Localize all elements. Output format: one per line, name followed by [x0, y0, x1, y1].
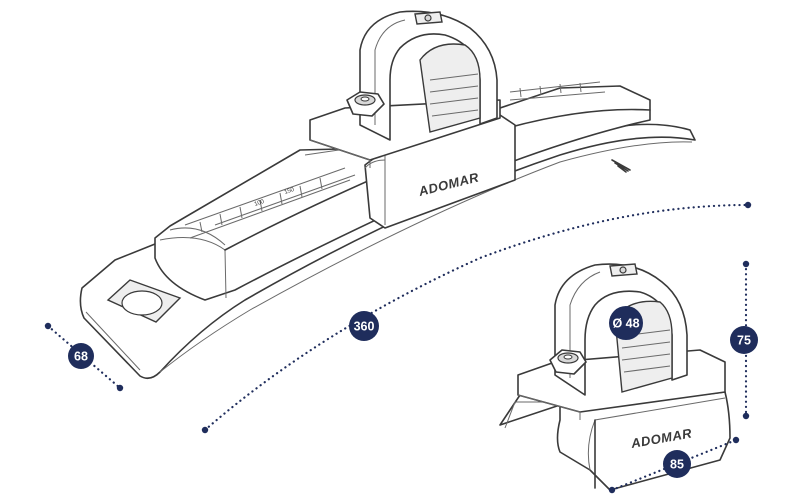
long-pipe-clamp	[359, 10, 498, 141]
dimension-diameter: Ø 48	[609, 306, 643, 340]
small-hex-nut	[549, 349, 587, 375]
dim-label-diameter: Ø 48	[612, 317, 639, 331]
long-pipe-interior	[419, 43, 481, 133]
svg-text:150: 150	[284, 187, 296, 196]
svg-text:100: 100	[254, 199, 266, 208]
dimension-68: 68	[44, 322, 124, 392]
small-clamp-assembly: ADOMAR	[499, 263, 731, 491]
dimension-85: 85	[608, 436, 740, 494]
long-clamp-assembly: 100 150 ADOMAR	[79, 10, 696, 380]
dim-label-75: 75	[737, 334, 751, 348]
long-saddle	[364, 114, 516, 229]
dim-label-68: 68	[74, 350, 88, 364]
long-hex-nut	[346, 91, 385, 117]
dimension-360: 360	[201, 201, 752, 434]
dim-label-85: 85	[670, 458, 684, 472]
scale-strip-front: 100 150	[184, 167, 351, 239]
dimension-75: 75	[730, 260, 758, 420]
scale-strip-back	[214, 81, 606, 226]
rear-bolt	[611, 159, 631, 173]
small-pipe-clamp	[554, 263, 688, 396]
dim-label-360: 360	[354, 320, 375, 334]
